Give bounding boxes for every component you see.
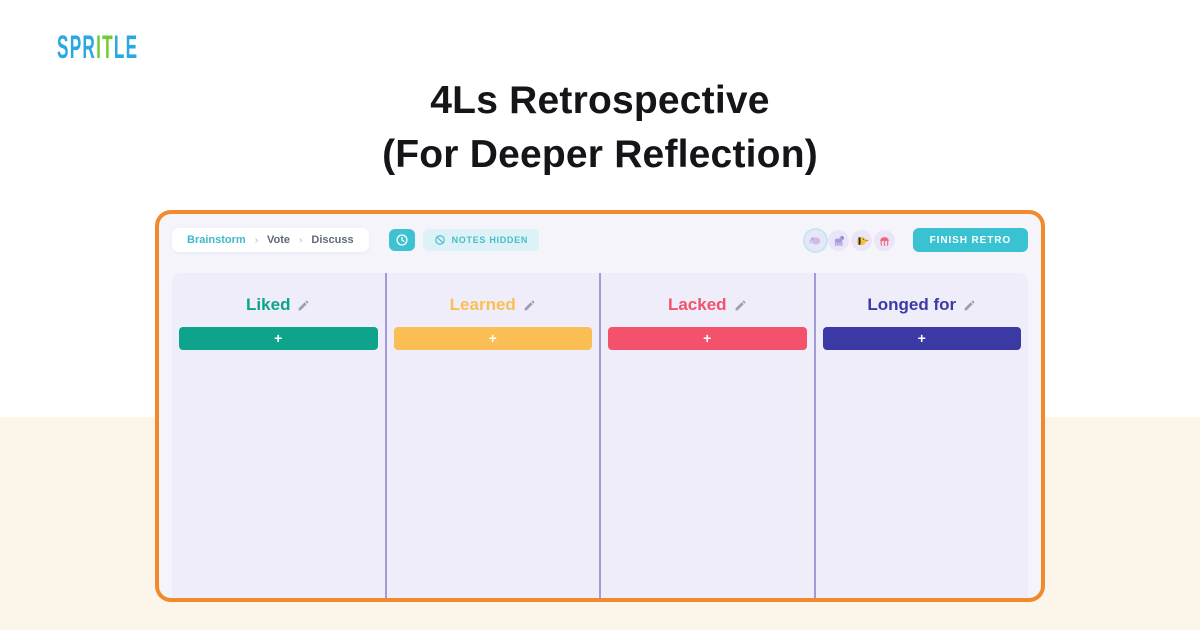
add-card-button-longed-for[interactable]: + xyxy=(822,327,1021,350)
column-lacked: Lacked + xyxy=(599,273,814,598)
column-liked-label: Liked xyxy=(246,295,291,314)
retro-board: Liked + Learned + Lacked xyxy=(172,273,1028,598)
edit-pencil-icon[interactable] xyxy=(297,299,310,312)
notes-hidden-label: NOTES HIDDEN xyxy=(451,235,529,245)
notes-hidden-badge[interactable]: NOTES HIDDEN xyxy=(422,229,540,251)
column-longed-for: Longed for + xyxy=(813,273,1029,598)
elephant-avatar[interactable] xyxy=(804,229,826,251)
column-lacked-label: Lacked xyxy=(667,295,727,314)
participant-avatars xyxy=(804,229,895,251)
column-lacked-header: Lacked xyxy=(608,294,807,316)
logo-part-3: LE xyxy=(113,30,139,66)
breadcrumb-item-brainstorm[interactable]: Brainstorm xyxy=(187,234,246,246)
chevron-right-icon: › xyxy=(254,234,259,246)
edit-pencil-icon[interactable] xyxy=(963,299,976,312)
breadcrumb: Brainstorm › Vote › Discuss xyxy=(172,228,369,252)
breadcrumb-item-discuss[interactable]: Discuss xyxy=(311,234,354,246)
timer-button[interactable] xyxy=(388,229,415,251)
column-learned: Learned + xyxy=(384,273,600,598)
column-learned-header: Learned xyxy=(394,294,593,316)
breadcrumb-item-vote[interactable]: Vote xyxy=(267,234,291,246)
hidden-slash-icon xyxy=(434,234,446,246)
dog-avatar[interactable] xyxy=(827,229,849,251)
edit-pencil-icon[interactable] xyxy=(734,299,747,312)
add-card-button-liked[interactable]: + xyxy=(179,327,378,350)
edit-pencil-icon[interactable] xyxy=(523,299,536,312)
column-longed-for-label: Longed for xyxy=(867,295,957,314)
retro-app-window: Brainstorm › Vote › Discuss NOTES HIDDEN xyxy=(155,210,1045,602)
topbar: Brainstorm › Vote › Discuss NOTES HIDDEN xyxy=(172,228,1028,252)
column-liked-header: Liked xyxy=(179,294,378,316)
column-learned-label: Learned xyxy=(449,295,516,314)
logo-part-2: IT xyxy=(96,30,114,66)
page-title: 4Ls Retrospective (For Deeper Reflection… xyxy=(0,74,1200,182)
clock-icon xyxy=(395,233,409,247)
page-title-line-1: 4Ls Retrospective xyxy=(430,79,770,122)
finish-retro-button[interactable]: FINISH RETRO xyxy=(912,228,1028,252)
column-longed-for-header: Longed for xyxy=(823,294,1022,316)
page-title-line-2: (For Deeper Reflection) xyxy=(382,133,818,176)
add-card-button-lacked[interactable]: + xyxy=(608,327,807,350)
column-liked: Liked + xyxy=(172,273,385,598)
spritle-logo: SPRITLE xyxy=(57,30,138,67)
duck-avatar[interactable] xyxy=(850,229,872,251)
chevron-right-icon: › xyxy=(299,234,303,246)
jellyfish-avatar[interactable] xyxy=(873,229,895,251)
logo-part-1: SPR xyxy=(57,30,97,66)
add-card-button-learned[interactable]: + xyxy=(393,327,592,350)
